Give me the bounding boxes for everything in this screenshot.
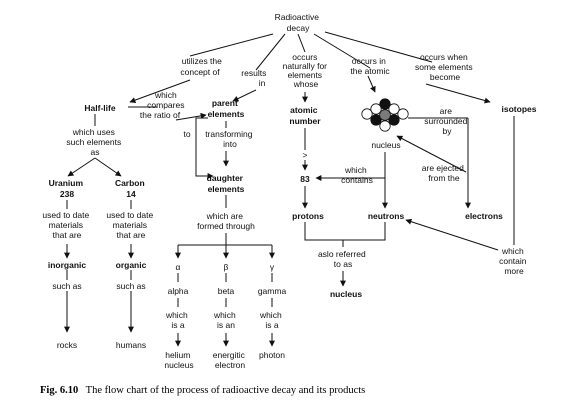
edge-root-occurs-naturally — [297, 33, 306, 53]
nucleus-atom-icon — [361, 98, 409, 132]
link-which-uses: which uses such elements as — [66, 127, 123, 157]
node-electrons: electrons — [465, 211, 503, 221]
atom-particle-icon — [379, 120, 391, 132]
link-are-surrounded: are surrounded by — [424, 106, 469, 136]
edge-contain-neutrons — [405, 218, 499, 251]
link-occurs-naturally: occurs naturally for elements whose — [283, 52, 330, 89]
node-inorganic: inorganic — [48, 260, 87, 270]
node-beta: beta — [218, 286, 235, 296]
link-such-as-2: such as — [116, 281, 145, 291]
link-are-ejected: are ejected from the — [422, 163, 466, 183]
node-carbon: Carbon 14 — [115, 178, 147, 199]
node-organic: organic — [116, 260, 147, 270]
link-aslo-referred: aslo referred to as — [318, 249, 368, 269]
link-transforming: transforming into — [205, 129, 255, 149]
node-rocks: rocks — [57, 340, 77, 350]
link-used-to-date-2: used to date materials that are — [106, 210, 155, 240]
atom-particle-icon — [370, 114, 382, 126]
link-formed-through: which are formed through — [197, 211, 255, 231]
atom-particle-icon — [397, 108, 409, 120]
node-83: 83 — [300, 174, 310, 184]
link-such-as-1: such as — [52, 281, 81, 291]
atom-center-icon — [379, 109, 391, 121]
link-which-is-a-1: which is a — [165, 310, 190, 330]
edge-parent-to-daughter — [195, 117, 214, 179]
edge-compares-parent — [175, 112, 207, 121]
edge-occursatomic-atom — [367, 75, 376, 93]
link-results-in: results in — [241, 68, 268, 88]
link-to: to — [183, 129, 190, 139]
node-isotopes: isotopes — [502, 104, 537, 114]
node-gamma: gamma — [258, 286, 287, 296]
link-which-is-an: which is an — [213, 310, 238, 330]
node-photon: photon — [259, 350, 285, 360]
atom-particle-icon — [370, 103, 382, 115]
node-daughter-elements: daughter elements — [207, 173, 246, 194]
node-parent-elements: parent elements — [208, 98, 245, 119]
link-which-contains: which contains — [341, 165, 373, 185]
node-nucleus-atom: nucleus — [371, 140, 400, 150]
node-atomic-number: atomic number — [289, 105, 321, 126]
node-humans: humans — [116, 340, 146, 350]
node-nucleus-final: nucleus — [330, 289, 362, 299]
node-beta-symbol: β — [224, 262, 229, 272]
labels: Radioactive decay utilizes the concept o… — [40, 12, 537, 396]
atom-particle-icon — [388, 103, 400, 115]
node-gamma-symbol: γ — [270, 262, 275, 272]
link-which-contain-more: which contain more — [499, 246, 529, 276]
edge-protons-neutrons-join — [304, 222, 386, 241]
edge-root-occurs-when — [324, 31, 433, 63]
node-helium-nucleus: helium nucleus — [164, 350, 193, 370]
edge-root-results — [255, 33, 286, 71]
node-half-life: Half-life — [84, 103, 115, 113]
edge-uses-uranium — [67, 157, 96, 177]
atom-particle-icon — [361, 108, 373, 120]
edge-root-occurs-atomic — [313, 33, 371, 69]
edges — [64, 31, 515, 347]
node-alpha-symbol: α — [176, 262, 181, 272]
edge-utilizes-halflife — [129, 79, 191, 103]
node-alpha: alpha — [168, 286, 189, 296]
edge-root-utilizes — [189, 33, 274, 57]
node-protons: protons — [292, 211, 324, 221]
link-utilizes: utilizes the concept of — [180, 56, 224, 77]
link-which-compares: which compares the ratio of — [140, 90, 187, 120]
link-which-is-a-2: which is a — [259, 310, 284, 330]
node-gt: > — [303, 150, 308, 160]
node-energetic-electron: energitic electron — [213, 350, 248, 370]
node-uranium: Uranium 238 — [49, 178, 86, 199]
link-occurs-atomic: occurs in the atomic — [350, 56, 390, 76]
link-used-to-date-1: used to date materials that are — [42, 210, 91, 240]
atom-particle-icon — [388, 114, 400, 126]
edge-become-isotopes — [425, 83, 491, 104]
caption-label: Fig. 6.10 — [40, 385, 78, 396]
node-neutrons: neutrons — [368, 211, 405, 221]
edge-uses-carbon — [94, 157, 122, 177]
edge-ejected-nucleus — [396, 135, 467, 173]
caption-text: The flow chart of the process of radioac… — [86, 385, 366, 396]
edge-results-parent — [232, 89, 257, 102]
link-occurs-when: occurs when some elements become — [415, 52, 475, 82]
figure-caption: Fig. 6.10 The flow chart of the process … — [40, 385, 365, 396]
node-root: Radioactive decay — [275, 12, 322, 33]
